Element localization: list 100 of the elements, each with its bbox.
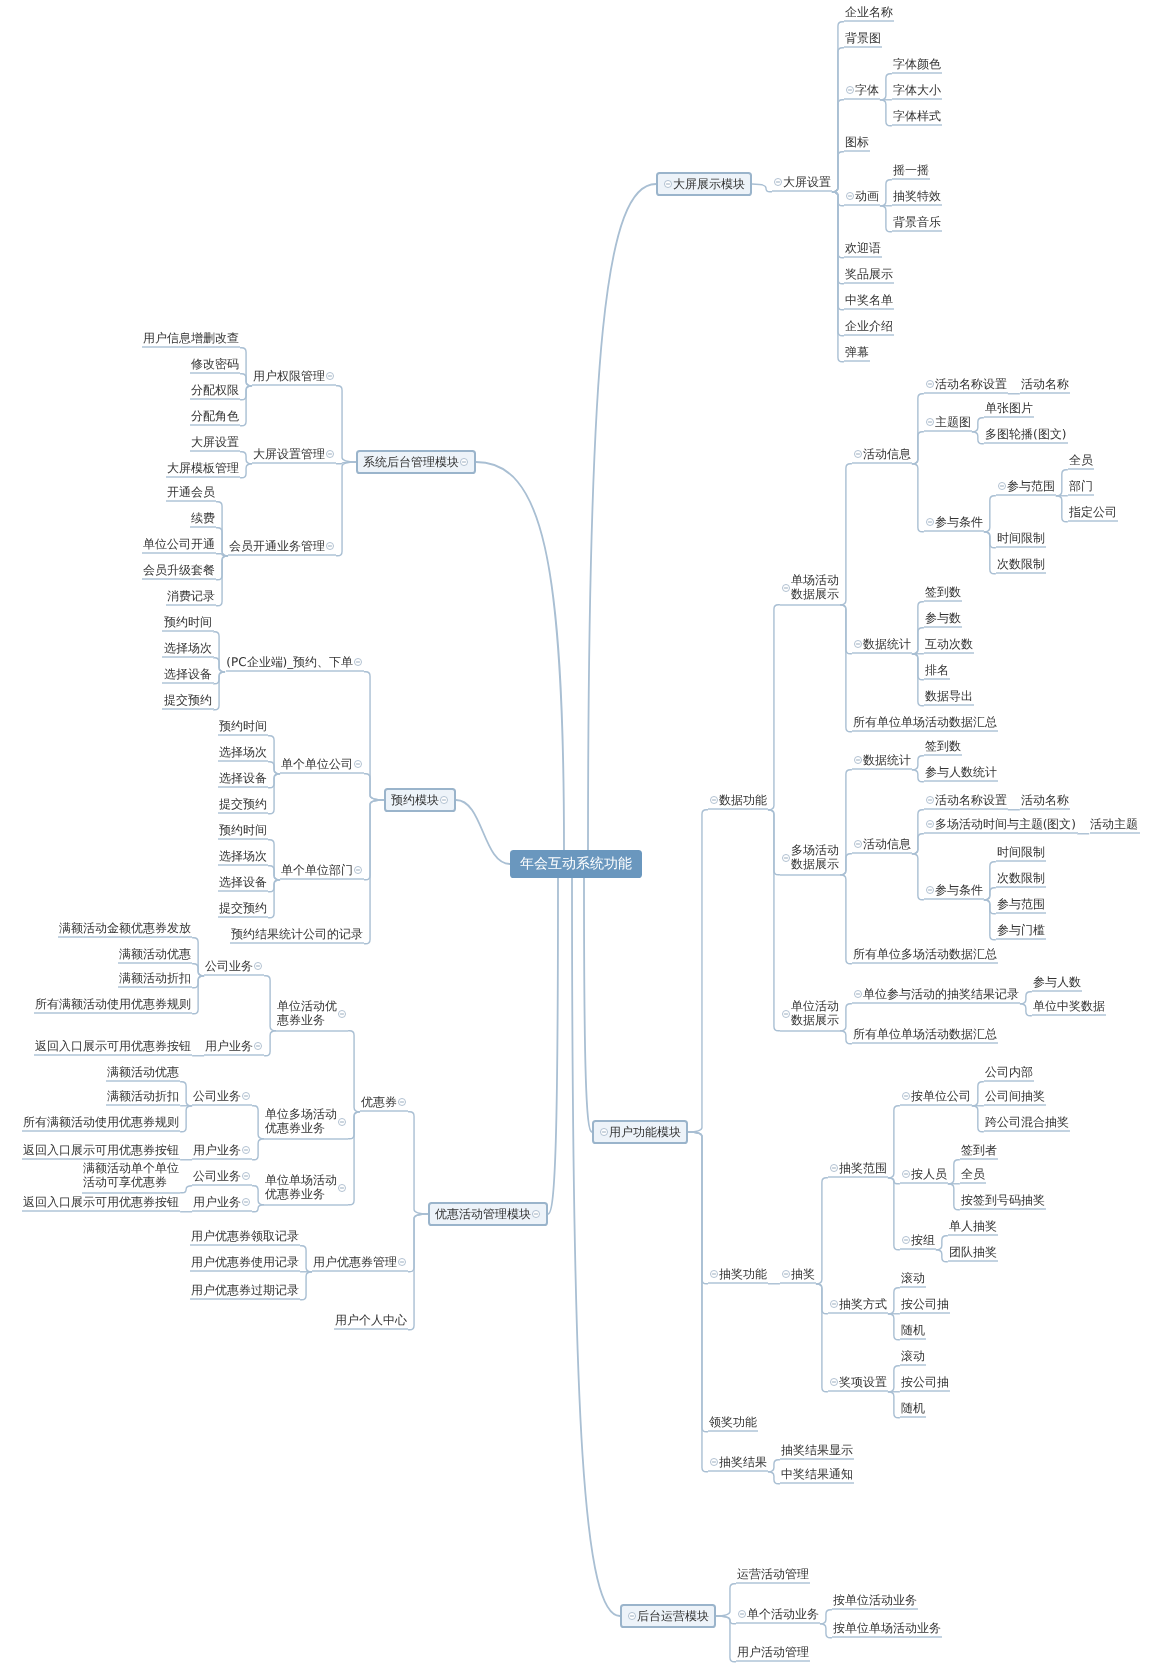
connector [971, 417, 985, 433]
connector [831, 151, 845, 193]
connector [971, 431, 985, 445]
connector [347, 1111, 361, 1206]
connector [179, 1211, 193, 1213]
connector [251, 1204, 265, 1213]
connector [971, 1105, 985, 1133]
subtopic [280, 757, 365, 775]
connector [212, 657, 226, 673]
connector [179, 1081, 193, 1107]
connector [239, 463, 253, 479]
subtopic [923, 415, 972, 433]
subtopic [707, 1267, 768, 1285]
subtopic [843, 189, 880, 207]
connector [911, 833, 925, 855]
connector [983, 887, 997, 901]
connector [335, 461, 357, 557]
connector [947, 1159, 961, 1185]
subtopic [264, 1174, 349, 1206]
subtopic [899, 1089, 972, 1107]
connector [1019, 991, 1033, 1005]
connector [179, 1185, 193, 1194]
subtopic [360, 1095, 409, 1113]
connector [191, 975, 205, 1015]
connector [879, 205, 893, 233]
connector [239, 385, 253, 427]
connector [1019, 1003, 1033, 1017]
connector [267, 879, 281, 919]
connector [347, 1030, 361, 1113]
subtopic [779, 844, 840, 876]
main-topic [428, 1202, 548, 1226]
subtopic [923, 883, 984, 901]
connector [587, 183, 657, 851]
connector [363, 799, 385, 945]
connector [571, 877, 621, 1617]
connector [879, 99, 893, 101]
connector [299, 1245, 313, 1273]
connector [911, 755, 925, 771]
connector [267, 773, 281, 815]
connector [983, 899, 997, 941]
connector [1007, 809, 1021, 811]
subtopic [735, 1607, 820, 1625]
connector [887, 1287, 901, 1315]
subtopic [228, 539, 337, 557]
connector [215, 555, 229, 607]
subtopic [276, 1000, 349, 1032]
connector [887, 1365, 901, 1393]
connector [251, 1105, 265, 1140]
connector [879, 73, 893, 101]
connector [1007, 393, 1021, 395]
connector [715, 1583, 737, 1617]
connector [715, 1615, 737, 1663]
connector [831, 191, 845, 363]
subtopic [923, 793, 1008, 811]
subtopic [923, 817, 1078, 835]
connector [971, 1081, 985, 1107]
connector [239, 373, 253, 387]
connector [839, 1030, 853, 1045]
connector [911, 431, 925, 465]
connector [879, 99, 893, 127]
connector [935, 1249, 949, 1263]
connector [179, 1159, 193, 1161]
subtopic [851, 753, 912, 771]
connector [839, 1003, 853, 1032]
connector [879, 205, 893, 207]
connector [475, 461, 565, 851]
connector [839, 853, 853, 876]
connector [455, 799, 511, 865]
connector [687, 809, 709, 1133]
subtopic [923, 515, 984, 533]
connector [887, 1105, 901, 1179]
connector [267, 761, 281, 775]
connector [839, 874, 853, 965]
main-topic [592, 1120, 688, 1144]
connector [767, 1471, 781, 1485]
connector [911, 627, 925, 655]
connector [547, 877, 559, 1215]
connector [983, 495, 997, 533]
connector [879, 179, 893, 207]
subtopic [192, 1195, 253, 1213]
subtopic [225, 655, 365, 673]
connector [1055, 495, 1069, 497]
connector [751, 183, 773, 193]
subtopic [851, 447, 912, 465]
connector [299, 1271, 313, 1273]
connector [947, 1183, 961, 1211]
main-topic [656, 172, 752, 196]
connector [239, 451, 253, 465]
connector [191, 1055, 205, 1057]
connector [971, 1105, 985, 1107]
subtopic [204, 1039, 265, 1057]
connector [1076, 833, 1090, 835]
connector [299, 1271, 313, 1301]
connector [911, 653, 925, 655]
subtopic [312, 1255, 409, 1273]
subtopic [264, 1108, 349, 1140]
connector [887, 1313, 901, 1315]
subtopic [899, 1233, 936, 1251]
subtopic [995, 479, 1056, 497]
connector [215, 527, 229, 557]
